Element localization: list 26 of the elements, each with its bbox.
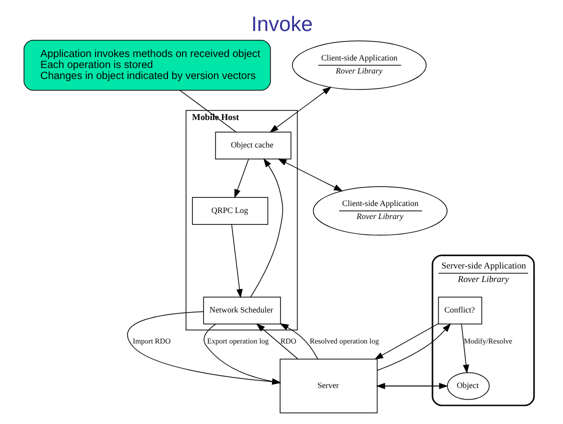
diagram-title: Invoke: [250, 12, 312, 36]
node-box: QRPC Log: [192, 197, 268, 225]
arrow: [250, 158, 283, 298]
arrow: [230, 224, 242, 298]
node-box: Object cache: [214, 132, 291, 160]
arrow: [234, 158, 248, 198]
node-box: Application invokes methods on received object Each operation is stored Changes in object indicated by version vectors: [23, 40, 270, 91]
node-ellipse: Object: [446, 372, 490, 400]
node-ellipse: Client-side Application Rover Library: [312, 186, 447, 236]
arrow: [376, 323, 450, 371]
node-box: Conflict?: [438, 296, 482, 324]
arrow: [268, 86, 331, 133]
node-box: Server: [279, 358, 378, 414]
edge-label: Export operation log: [206, 336, 268, 346]
arrow: [279, 323, 318, 360]
node-box: Network Scheduler: [202, 296, 280, 324]
edge-label: RDO: [280, 336, 296, 346]
arrow: [460, 324, 469, 374]
edge-label: Resolved operation log: [309, 336, 378, 346]
arrow: [277, 158, 342, 192]
connector: [179, 90, 236, 132]
arrow: [374, 323, 438, 360]
arrow: [256, 323, 298, 360]
node-ellipse: Client-side Application Rover Library: [292, 40, 426, 90]
edge-label: Modify/Resolve: [463, 336, 512, 346]
edge-label: Import RDO: [132, 336, 170, 346]
